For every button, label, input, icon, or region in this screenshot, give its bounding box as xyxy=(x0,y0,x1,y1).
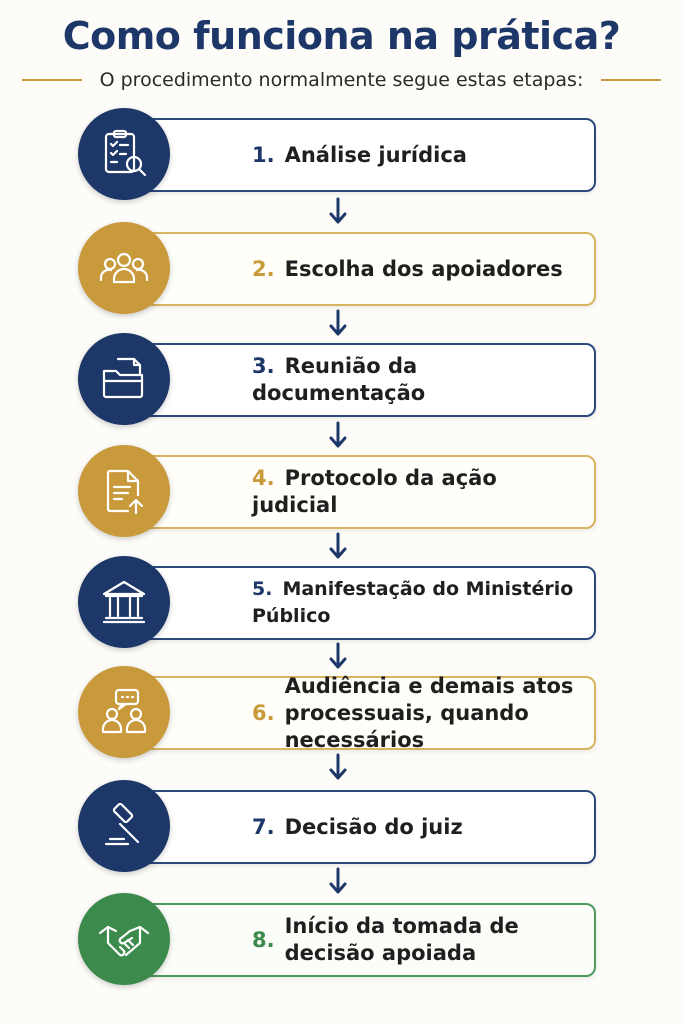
step-label: 8. Início da tomada de decisão apoiada xyxy=(252,913,519,967)
step-number: 8. xyxy=(252,927,275,952)
divider-left xyxy=(21,79,82,81)
step-text: Análise jurídica xyxy=(284,142,467,167)
step-text: Decisão do juiz xyxy=(284,814,463,839)
step-label: 3.Reunião da documentação xyxy=(252,353,582,407)
arrow-down-icon xyxy=(329,867,347,894)
step-8: 8. Início da tomada de decisão apoiada xyxy=(78,893,596,985)
people-group-icon xyxy=(78,222,170,314)
step-text: Escolha dos apoiadores xyxy=(284,256,563,281)
gavel-icon xyxy=(78,780,170,872)
subtitle-row: O procedimento normalmente segue estas e… xyxy=(0,66,683,94)
step-text-line1: Início da tomada de xyxy=(284,914,519,938)
step-number: 1. xyxy=(252,142,275,167)
step-label: 6. Audiência e demais atos processuais, … xyxy=(252,673,582,754)
step-number: 7. xyxy=(252,814,275,839)
step-card: 5.Manifestação do Ministério Público xyxy=(128,566,596,640)
step-text: Manifestação do Ministério Público xyxy=(252,578,574,627)
step-number: 4. xyxy=(252,466,275,490)
step-text: Reunião da documentação xyxy=(252,354,426,405)
step-3: 3.Reunião da documentação xyxy=(78,333,596,425)
arrow-down-icon xyxy=(329,309,347,336)
step-6: 6. Audiência e demais atos processuais, … xyxy=(78,666,596,758)
step-label: 5.Manifestação do Ministério Público xyxy=(252,576,582,630)
courthouse-icon xyxy=(78,556,170,648)
step-4: 4.Protocolo da ação judicial xyxy=(78,445,596,537)
arrow-down-icon xyxy=(329,753,347,780)
conversation-icon xyxy=(78,666,170,758)
step-1: 1. Análise jurídica xyxy=(78,108,596,200)
step-card: 8. Início da tomada de decisão apoiada xyxy=(128,903,596,977)
step-label: 7. Decisão do juiz xyxy=(252,814,463,841)
step-number: 2. xyxy=(252,256,275,281)
step-label: 2. Escolha dos apoiadores xyxy=(252,256,563,283)
step-label: 4.Protocolo da ação judicial xyxy=(252,465,582,519)
arrow-down-icon xyxy=(329,421,347,448)
page-subtitle: O procedimento normalmente segue estas e… xyxy=(99,69,584,91)
step-card: 3.Reunião da documentação xyxy=(128,343,596,417)
page-title: Como funciona na prática? xyxy=(62,14,621,58)
document-upload-icon xyxy=(78,445,170,537)
divider-right xyxy=(601,79,662,81)
step-label: 1. Análise jurídica xyxy=(252,142,467,169)
folder-documents-icon xyxy=(78,333,170,425)
step-card: 1. Análise jurídica xyxy=(128,118,596,192)
step-number: 3. xyxy=(252,354,275,378)
step-card: 7. Decisão do juiz xyxy=(128,790,596,864)
arrow-down-icon xyxy=(329,642,347,669)
step-number: 5. xyxy=(252,578,273,600)
arrow-down-icon xyxy=(329,532,347,559)
step-5: 5.Manifestação do Ministério Público xyxy=(78,556,596,648)
step-7: 7. Decisão do juiz xyxy=(78,780,596,872)
arrow-down-icon xyxy=(329,197,347,224)
step-text-line2: processuais, quando necessários xyxy=(284,700,529,752)
step-text-line2: decisão apoiada xyxy=(284,941,477,965)
step-2: 2. Escolha dos apoiadores xyxy=(78,222,596,314)
step-card: 4.Protocolo da ação judicial xyxy=(128,455,596,529)
step-card: 6. Audiência e demais atos processuais, … xyxy=(128,674,596,752)
step-text: Protocolo da ação judicial xyxy=(252,466,497,517)
step-card: 2. Escolha dos apoiadores xyxy=(128,232,596,306)
clipboard-search-icon xyxy=(78,108,170,200)
handshake-icon xyxy=(78,893,170,985)
step-number: 6. xyxy=(252,700,275,725)
step-text-line1: Audiência e demais atos xyxy=(284,673,574,698)
